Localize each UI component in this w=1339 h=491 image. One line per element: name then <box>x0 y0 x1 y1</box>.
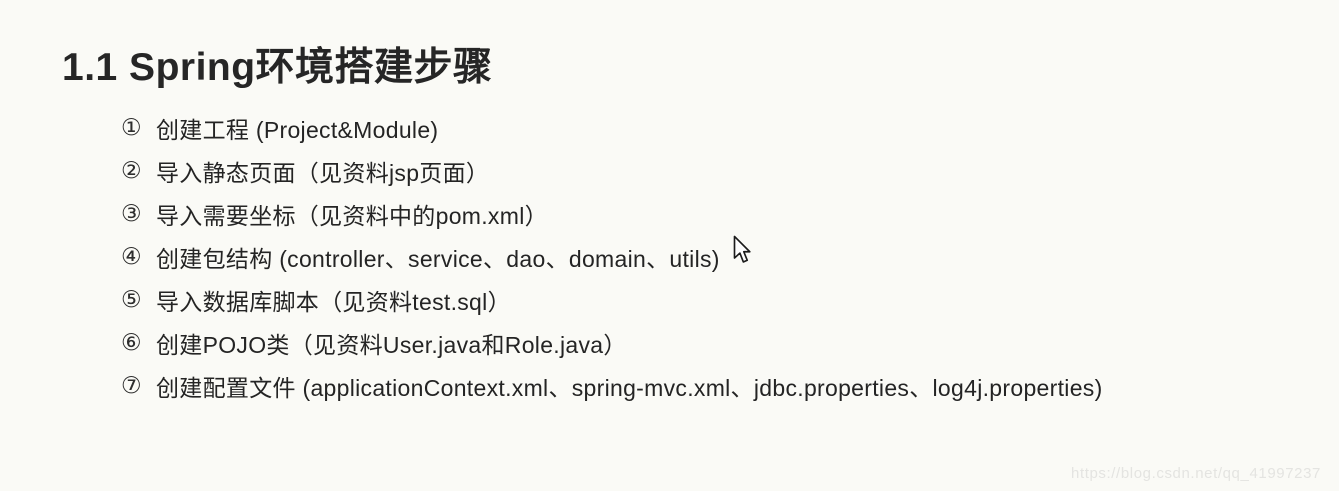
step-text: 导入需要坐标（见资料中的pom.xml） <box>156 202 548 229</box>
step-number: ⑦ <box>121 372 142 398</box>
step-item-7: ⑦ 创建配置文件 (applicationContext.xml、spring-… <box>121 364 1103 407</box>
step-text: 导入静态页面（见资料jsp页面） <box>156 159 490 186</box>
page-title: 1.1 Spring环境搭建步骤 <box>62 46 493 89</box>
step-text: 导入数据库脚本（见资料test.sql） <box>156 288 511 315</box>
step-text: 创建包结构 (controller、service、dao、domain、uti… <box>156 245 720 272</box>
step-item-5: ⑤ 导入数据库脚本（见资料test.sql） <box>121 278 1103 321</box>
step-number: ① <box>121 114 142 140</box>
step-number: ② <box>121 157 142 183</box>
step-list: ① 创建工程 (Project&Module) ② 导入静态页面（见资料jsp页… <box>121 106 1103 407</box>
step-number: ⑤ <box>121 286 142 312</box>
step-number: ④ <box>121 243 142 269</box>
step-item-3: ③ 导入需要坐标（见资料中的pom.xml） <box>121 192 1103 235</box>
step-number: ③ <box>121 200 142 226</box>
step-item-2: ② 导入静态页面（见资料jsp页面） <box>121 149 1103 192</box>
step-item-1: ① 创建工程 (Project&Module) <box>121 106 1103 149</box>
step-text: 创建POJO类（见资料User.java和Role.java） <box>156 331 627 358</box>
step-number: ⑥ <box>121 329 142 355</box>
step-text: 创建工程 (Project&Module) <box>156 116 439 143</box>
watermark-url: https://blog.csdn.net/qq_41997237 <box>1071 465 1321 482</box>
step-text: 创建配置文件 (applicationContext.xml、spring-mv… <box>156 374 1103 401</box>
step-item-4: ④ 创建包结构 (controller、service、dao、domain、u… <box>121 235 1103 278</box>
step-item-6: ⑥ 创建POJO类（见资料User.java和Role.java） <box>121 321 1103 364</box>
